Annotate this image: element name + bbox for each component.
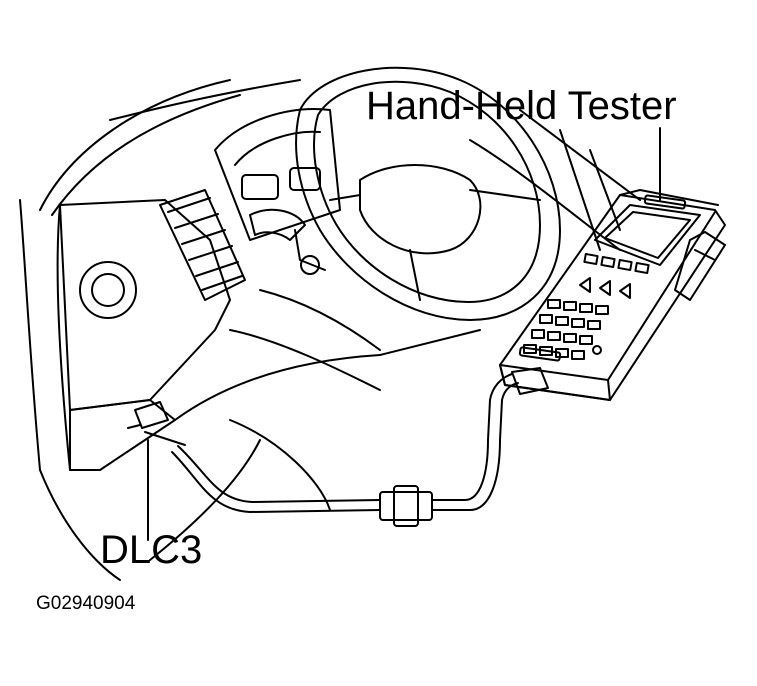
tester-screen xyxy=(594,204,701,266)
left-dash-panel xyxy=(19,199,231,581)
windshield-lines xyxy=(39,79,641,251)
dlc3-label: DLC3 xyxy=(100,528,203,572)
tester-arrow-keys xyxy=(579,277,631,299)
tester-label: Hand-Held Tester xyxy=(366,84,677,128)
steering-wheel xyxy=(295,66,561,321)
hand-held-tester xyxy=(499,189,726,401)
dash-knob xyxy=(79,261,137,319)
air-vent xyxy=(159,189,246,301)
dlc3-connector xyxy=(127,401,186,541)
tester-cable xyxy=(171,373,519,527)
lower-dash-lines xyxy=(149,329,481,561)
instrument-cluster xyxy=(214,108,341,241)
tester-function-keys xyxy=(583,253,650,274)
figure-code: G02940904 xyxy=(36,593,136,614)
steering-column xyxy=(229,208,381,391)
cable-coupler xyxy=(379,491,433,521)
